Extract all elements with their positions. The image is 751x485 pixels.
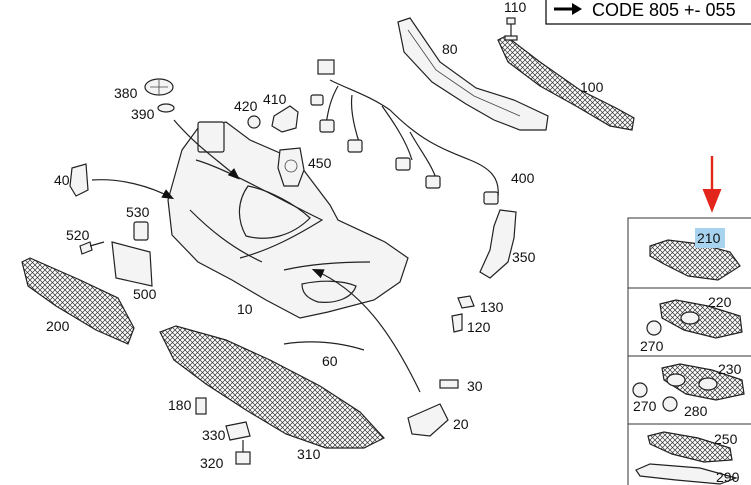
grille-strip-100 bbox=[497, 35, 635, 131]
arrow-to-grille bbox=[173, 119, 240, 180]
label-220: 220 bbox=[708, 294, 732, 310]
label-450: 450 bbox=[308, 155, 332, 171]
label-210: 210 bbox=[697, 230, 721, 246]
label-420: 420 bbox=[234, 98, 258, 114]
label-270a: 270 bbox=[640, 338, 664, 354]
label-200: 200 bbox=[46, 318, 70, 334]
label-30: 30 bbox=[467, 378, 483, 394]
label-310: 310 bbox=[297, 446, 321, 462]
arrow-to-fog-area bbox=[311, 269, 421, 393]
side-grille-200 bbox=[21, 257, 135, 345]
arrow-to-clip bbox=[91, 179, 175, 200]
label-320: 320 bbox=[200, 455, 224, 471]
label-330: 330 bbox=[202, 427, 226, 443]
label-350: 350 bbox=[512, 249, 536, 265]
sensor-holder-450 bbox=[277, 147, 305, 187]
label-400: 400 bbox=[511, 170, 535, 186]
label-290: 290 bbox=[716, 469, 740, 485]
plate-bracket-500 bbox=[111, 241, 153, 287]
label-20: 20 bbox=[453, 416, 469, 432]
label-110: 110 bbox=[504, 0, 527, 15]
label-10: 10 bbox=[237, 301, 253, 317]
bracket-30 bbox=[439, 379, 459, 389]
label-40: 40 bbox=[54, 172, 70, 188]
star-badge bbox=[144, 78, 175, 113]
clip-130 bbox=[457, 295, 475, 309]
part-labels: 110 80 100 380 390 420 410 450 400 40 53… bbox=[46, 0, 742, 485]
tow-hook-cover-20 bbox=[407, 403, 449, 437]
bracket-330 bbox=[225, 421, 251, 441]
park-sensor bbox=[247, 105, 299, 133]
bolt-110 bbox=[504, 17, 518, 41]
clip-120 bbox=[451, 313, 463, 333]
wiring-harness bbox=[310, 59, 499, 205]
label-390: 390 bbox=[131, 106, 155, 122]
label-230: 230 bbox=[718, 361, 742, 377]
clip-180 bbox=[195, 397, 207, 415]
variant-panel-220 bbox=[627, 287, 751, 357]
label-500: 500 bbox=[133, 286, 157, 302]
label-60: 60 bbox=[322, 353, 338, 369]
label-520: 520 bbox=[66, 227, 90, 243]
bolt-320 bbox=[235, 440, 251, 465]
highlight-210 bbox=[695, 228, 725, 248]
code-box: CODE 805 +- 055 bbox=[545, 0, 751, 25]
bracket-350 bbox=[479, 209, 517, 279]
label-80: 80 bbox=[442, 41, 458, 57]
label-250: 250 bbox=[714, 431, 738, 447]
label-380: 380 bbox=[114, 85, 138, 101]
label-180: 180 bbox=[168, 397, 192, 413]
label-120: 120 bbox=[467, 319, 491, 335]
under-tray-310 bbox=[159, 325, 385, 449]
code-text: CODE 805 +- 055 bbox=[592, 0, 736, 20]
clip-40 bbox=[69, 163, 89, 197]
label-530: 530 bbox=[126, 204, 150, 220]
label-130: 130 bbox=[480, 299, 504, 315]
label-100: 100 bbox=[580, 79, 604, 95]
bracket-80 bbox=[397, 17, 549, 131]
variant-panel-230 bbox=[627, 355, 751, 425]
trim-strip-60 bbox=[283, 341, 365, 351]
variant-panel-250 bbox=[627, 423, 751, 485]
screw-520 bbox=[79, 241, 105, 255]
label-280: 280 bbox=[684, 403, 708, 419]
clip-530 bbox=[133, 221, 149, 241]
variant-panel-210 bbox=[627, 217, 751, 289]
label-410: 410 bbox=[263, 91, 287, 107]
label-270b: 270 bbox=[633, 398, 657, 414]
